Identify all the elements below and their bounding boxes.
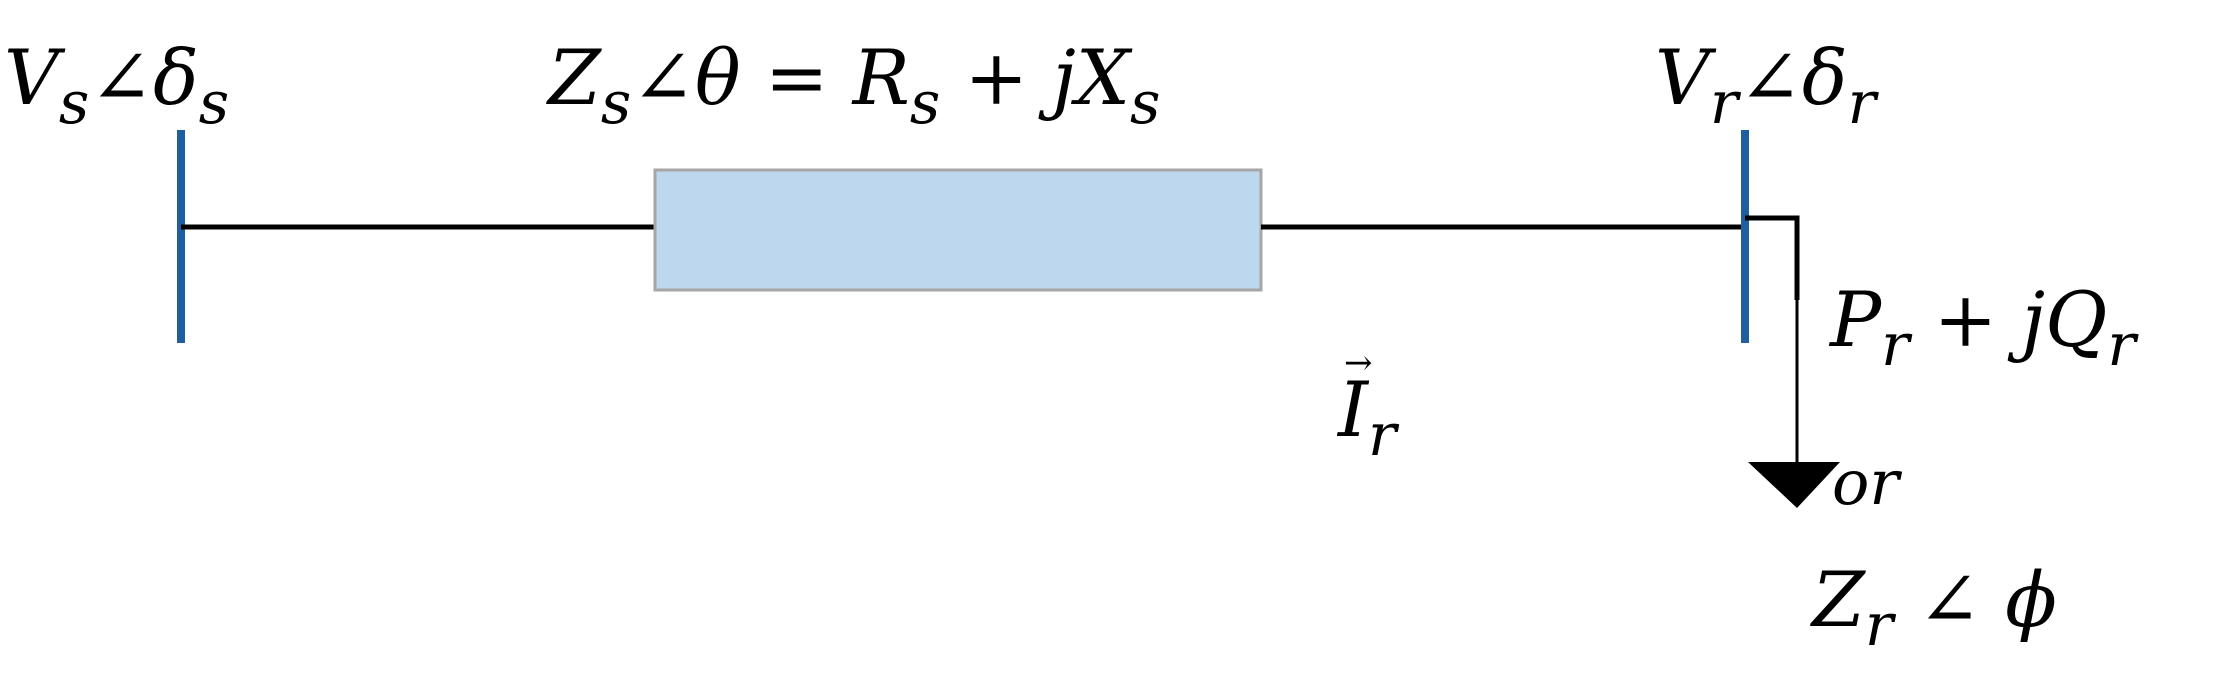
- or-label: or: [1832, 446, 1899, 519]
- load-angle-expression: ∠ ϕ: [1893, 555, 2057, 644]
- current-subscript: r: [1368, 399, 1397, 469]
- receiving-angle-subscript: r: [1847, 67, 1877, 137]
- receiving-voltage-subscript: r: [1709, 67, 1739, 137]
- sending-angle-subscript: s: [198, 67, 230, 137]
- load-z-symbol: Z: [1812, 555, 1865, 644]
- sending-voltage-subscript: s: [58, 67, 90, 137]
- load-arrow-icon: [1748, 462, 1840, 508]
- receiving-angle-symbol: ∠δ: [1738, 33, 1848, 122]
- line-jx-expression: + jX: [940, 33, 1130, 122]
- current-symbol: I: [1338, 365, 1369, 454]
- load-impedance-label: Zr ∠ ϕ: [1812, 562, 2057, 655]
- load-p-subscript: r: [1881, 309, 1910, 379]
- current-vector: →I: [1338, 346, 1373, 448]
- load-power-label: Pr + jQr: [1830, 282, 2136, 375]
- load-tap-wire: [1745, 215, 1800, 300]
- receiving-voltage-label: Vr∠δr: [1655, 40, 1876, 133]
- sending-angle-symbol: ∠δ: [89, 33, 199, 122]
- load-p-symbol: P: [1830, 275, 1882, 364]
- load-jq-expression: + jQ: [1909, 275, 2108, 364]
- line-x-subscript: s: [1129, 67, 1161, 137]
- line-z-symbol: Z: [548, 33, 601, 122]
- line-z-subscript: s: [600, 67, 632, 137]
- sending-voltage-symbol: V: [4, 33, 59, 122]
- line-r-subscript: s: [909, 67, 941, 137]
- load-q-subscript: r: [2107, 309, 2136, 379]
- line-angle-expression: ∠θ = R: [631, 33, 910, 122]
- vector-arrow-icon: →: [1344, 343, 1373, 383]
- receiving-current-label: →Ir: [1338, 346, 1396, 464]
- receiving-voltage-symbol: V: [1655, 33, 1710, 122]
- load-z-subscript: r: [1864, 589, 1894, 659]
- line-impedance-label: Zs∠θ = Rs + jXs: [548, 40, 1160, 133]
- line-impedance-block: [653, 168, 1263, 292]
- sending-voltage-label: Vs∠δs: [4, 40, 229, 133]
